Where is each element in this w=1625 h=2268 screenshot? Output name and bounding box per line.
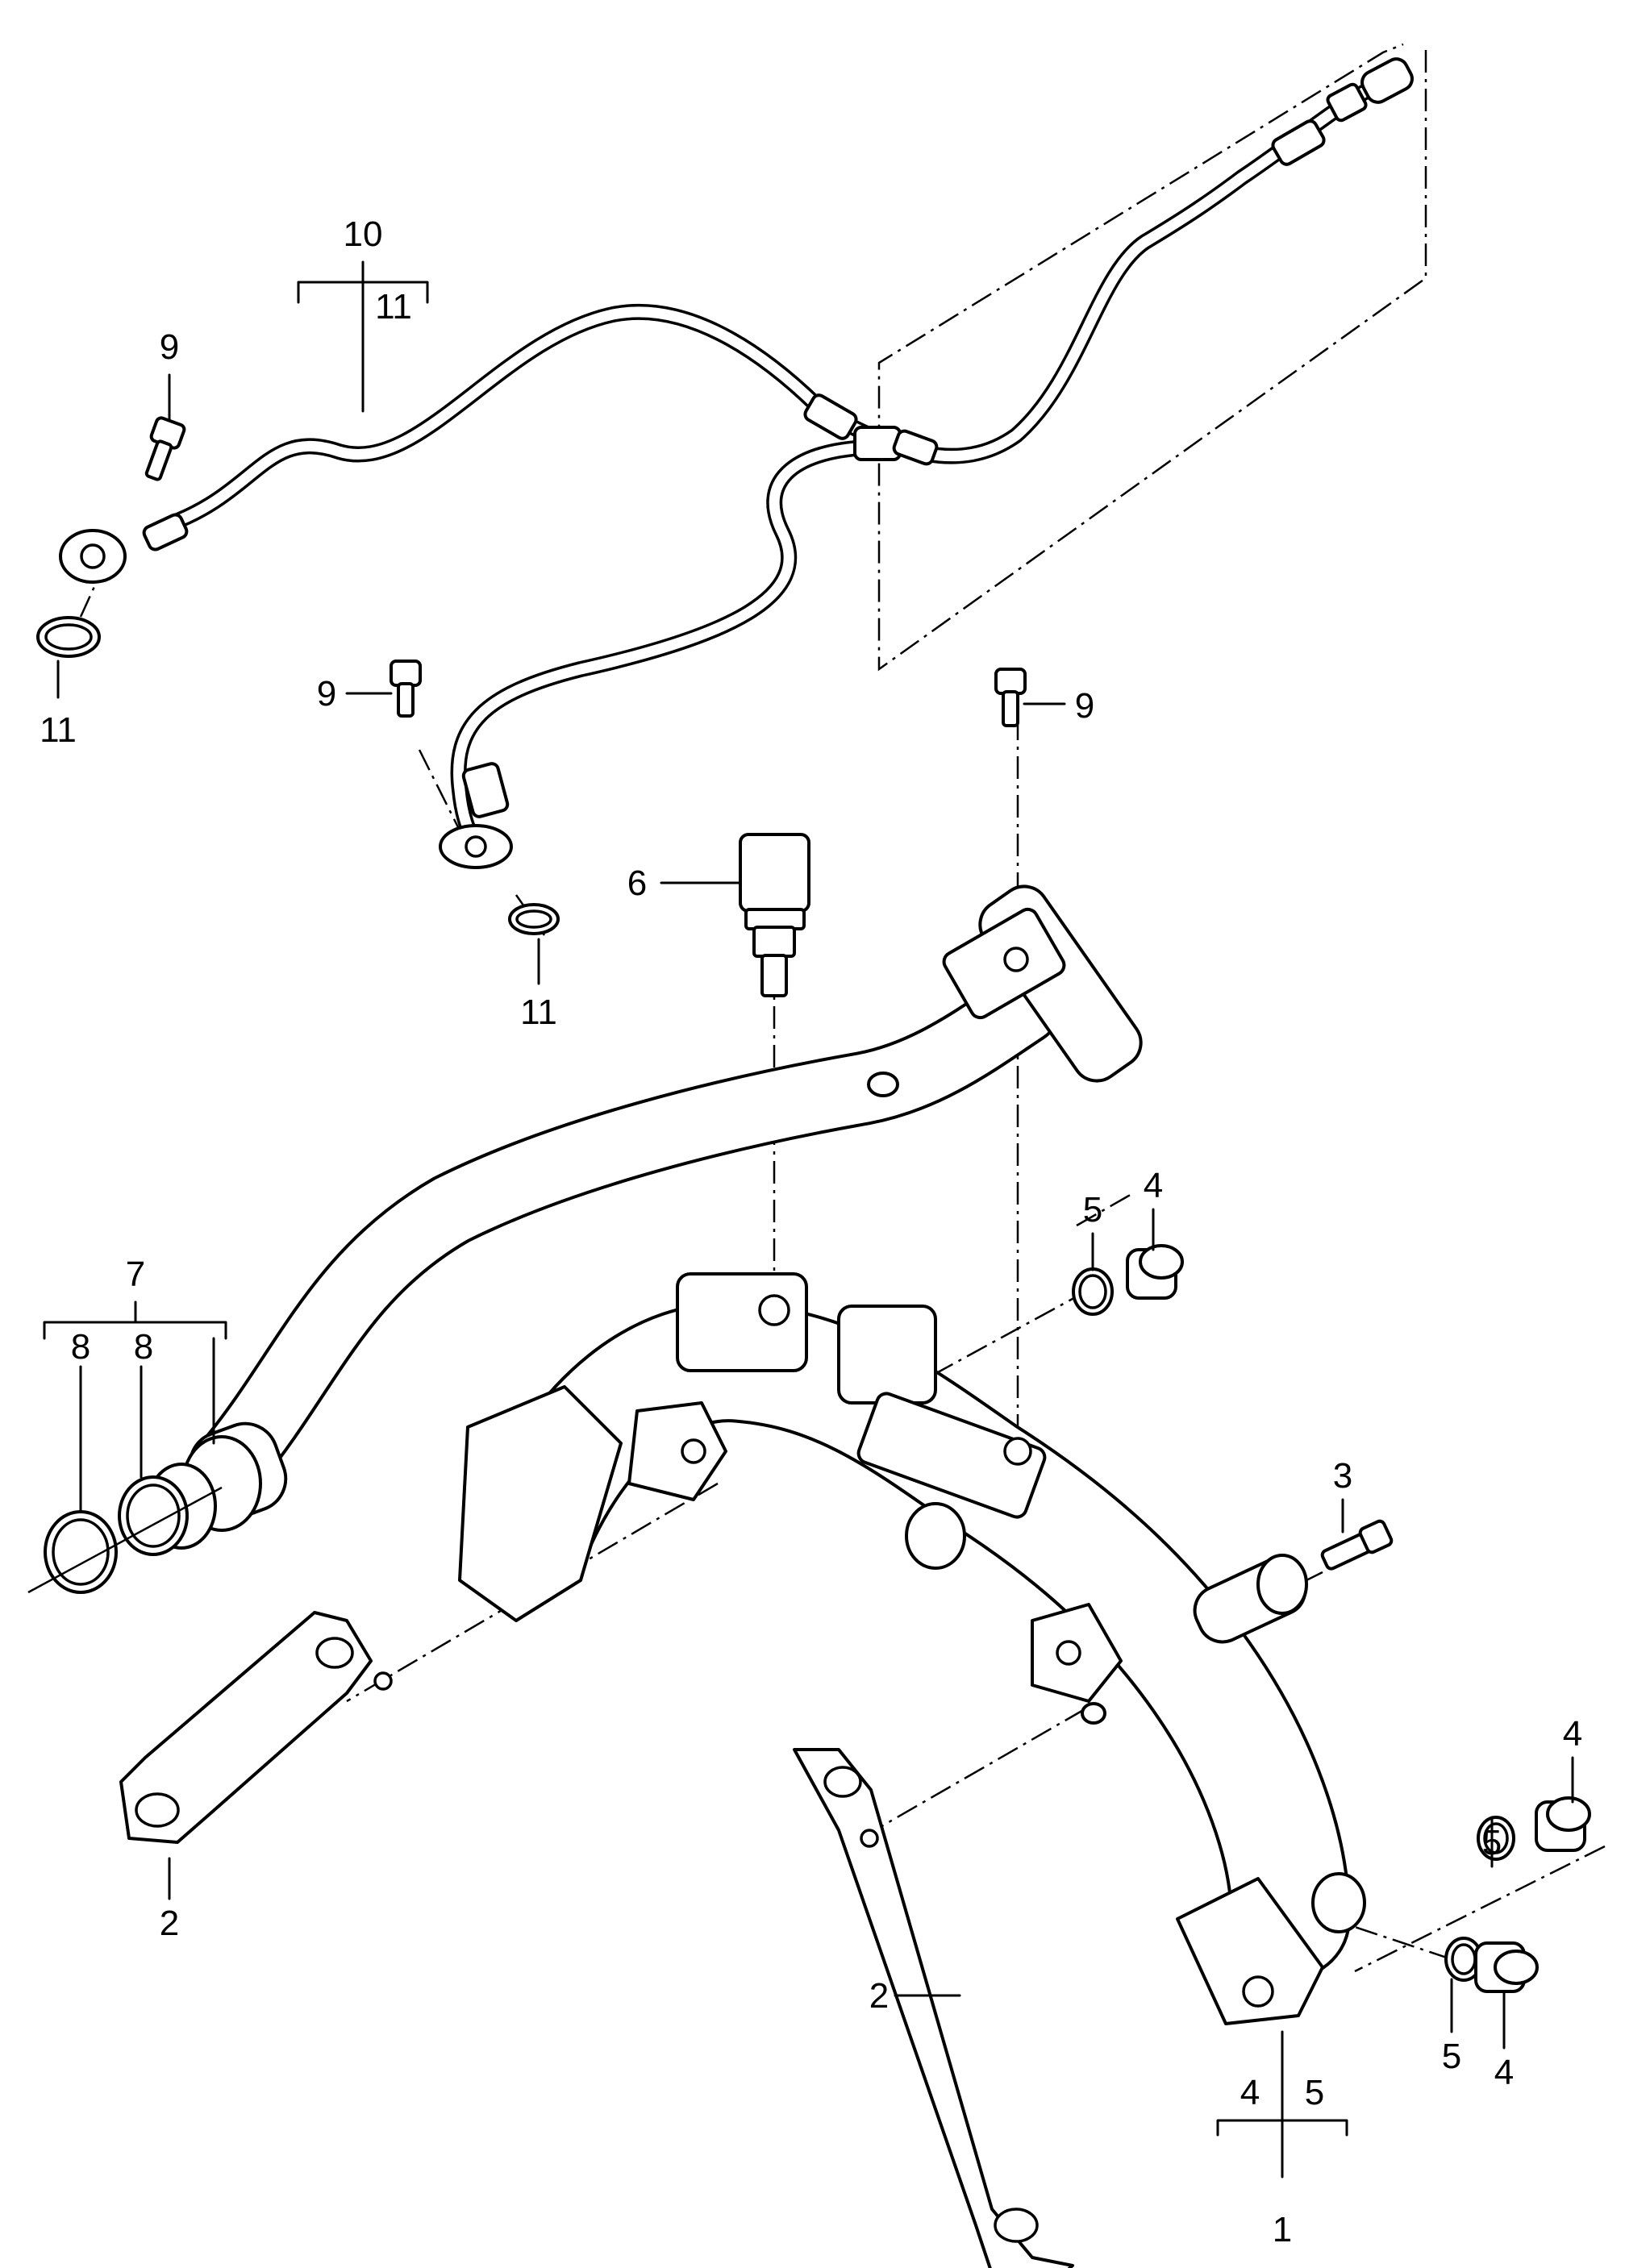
callout-8-right: 8: [134, 1327, 153, 1367]
leader-lines: [43, 260, 1574, 2179]
callout-9-right: 9: [1075, 686, 1094, 726]
callout-11-middle: 11: [520, 993, 557, 1032]
callout-10: 10: [344, 214, 383, 254]
callout-4-top: 4: [1144, 1166, 1163, 1205]
callout-1: 1: [1273, 2210, 1292, 2249]
callout-4-right-lower: 4: [1494, 2053, 1514, 2092]
callout-5-right-upper: 5: [1482, 1823, 1502, 1862]
coolant-manifold: [458, 1272, 1366, 2025]
gaskets: [119, 1611, 1074, 2268]
callout-labels: 10 11 9 11 9 9 11 6 7 8 8 4 5 3 4 5 2 2 …: [40, 214, 1582, 2249]
plugs-and-seals: [1072, 1244, 1591, 1993]
callout-4-bracket: 4: [1240, 2073, 1260, 2112]
callout-3: 3: [1333, 1456, 1352, 1496]
callout-5-right-lower: 5: [1442, 2037, 1461, 2076]
callout-11-left: 11: [40, 710, 77, 750]
banjo-bolts: [144, 416, 1027, 727]
callout-6: 6: [627, 864, 647, 903]
callout-4-right-upper: 4: [1563, 1714, 1582, 1754]
temperature-sensor: [739, 833, 810, 997]
bolt: [1320, 1519, 1394, 1571]
callout-11-bracket: 11: [375, 287, 412, 327]
callout-7: 7: [126, 1255, 145, 1294]
callout-2-left: 2: [160, 1904, 179, 1943]
callout-8-left: 8: [71, 1327, 90, 1367]
callout-5-bracket: 5: [1305, 2073, 1324, 2112]
callout-9-left: 9: [160, 327, 179, 367]
hose-assembly: [36, 57, 1414, 935]
callout-9-middle: 9: [317, 674, 336, 714]
callout-5-top: 5: [1083, 1190, 1102, 1230]
callout-2-right: 2: [869, 1976, 889, 2016]
